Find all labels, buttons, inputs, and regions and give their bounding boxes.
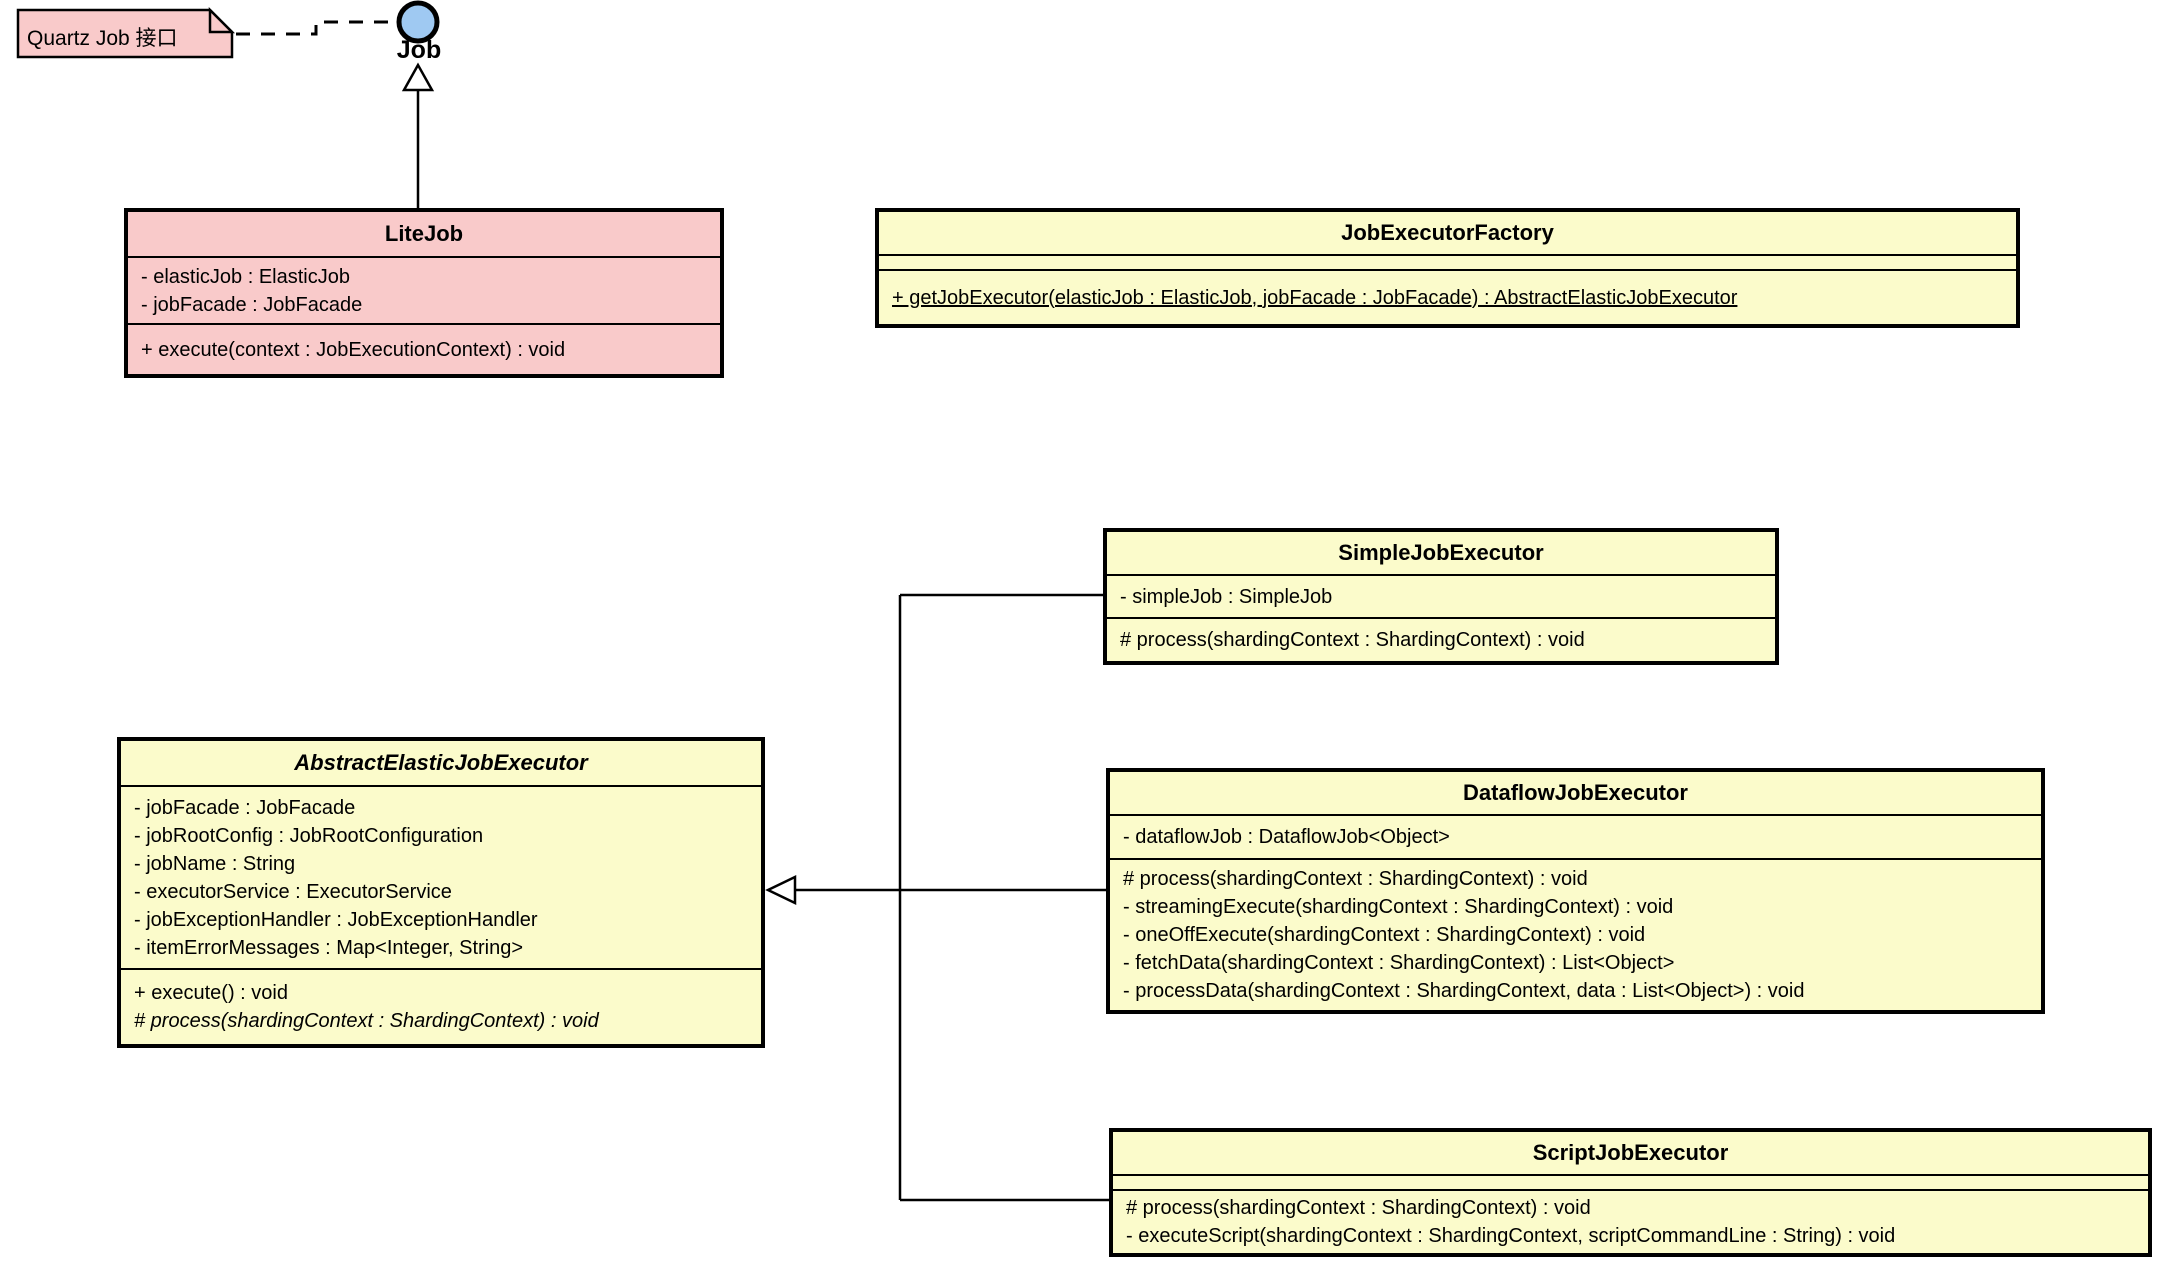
method-line: # process(shardingContext : ShardingCont… <box>134 1010 599 1032</box>
method-line: - fetchData(shardingContext : ShardingCo… <box>1123 952 1675 974</box>
class-title: AbstractElasticJobExecutor <box>294 750 588 775</box>
method-line: # process(shardingContext : ShardingCont… <box>1126 1197 1591 1219</box>
interface-lollipop-circle <box>396 0 440 44</box>
attribute-line: - executorService : ExecutorService <box>134 880 452 903</box>
attribute-line: - jobExceptionHandler : JobExceptionHand… <box>134 908 538 931</box>
method-line: + execute(context : JobExecutionContext)… <box>141 338 566 361</box>
class-methods: # process(shardingContext : ShardingCont… <box>1107 617 1775 661</box>
class-title: JobExecutorFactory <box>1341 220 1554 245</box>
generalization-arrowhead <box>765 875 797 905</box>
class-attributes: - jobFacade : JobFacade - jobRootConfig … <box>121 785 761 968</box>
attribute-line: - jobFacade : JobFacade <box>141 293 363 316</box>
method-line: # process(shardingContext : ShardingCont… <box>1123 868 1588 890</box>
class-attributes: - simpleJob : SimpleJob <box>1107 574 1775 617</box>
class-attributes <box>879 254 2016 269</box>
method-line: - executeScript(shardingContext : Shardi… <box>1126 1225 1896 1247</box>
class-litejob: LiteJob - elasticJob : ElasticJob - jobF… <box>124 208 724 378</box>
method-line: - streamingExecute(shardingContext : Sha… <box>1123 896 1674 918</box>
method-line: # process(shardingContext : ShardingCont… <box>1120 629 1585 651</box>
interface-label: Job <box>396 36 442 64</box>
attribute-line: - jobRootConfig : JobRootConfiguration <box>134 824 484 847</box>
note-fold-corner <box>208 6 236 34</box>
attribute-line: - dataflowJob : DataflowJob<Object> <box>1123 826 1450 848</box>
class-methods: # process(shardingContext : ShardingCont… <box>1113 1189 2148 1253</box>
attribute-line: - jobName : String <box>134 852 296 875</box>
class-title: SimpleJobExecutor <box>1338 540 1544 565</box>
class-methods: + execute(context : JobExecutionContext)… <box>128 323 720 374</box>
note-shape <box>16 8 234 59</box>
attribute-line: - itemErrorMessages : Map<Integer, Strin… <box>134 936 524 959</box>
class-attributes: - elasticJob : ElasticJob - jobFacade : … <box>128 256 720 323</box>
class-abstractelasticjobexecutor: AbstractElasticJobExecutor - jobFacade :… <box>117 737 765 1048</box>
class-attributes <box>1113 1174 2148 1189</box>
class-scriptjobexecutor: ScriptJobExecutor # process(shardingCont… <box>1109 1128 2152 1257</box>
class-jobexecutorfactory: JobExecutorFactory + getJobExecutor(elas… <box>875 208 2020 328</box>
class-methods: # process(shardingContext : ShardingCont… <box>1110 858 2041 1010</box>
class-methods: + getJobExecutor(elasticJob : ElasticJob… <box>879 269 2016 324</box>
class-dataflowjobexecutor: DataflowJobExecutor - dataflowJob : Data… <box>1106 768 2045 1014</box>
attribute-line: - elasticJob : ElasticJob <box>141 265 350 288</box>
method-line: + execute() : void <box>134 982 288 1004</box>
attribute-line: - jobFacade : JobFacade <box>134 796 356 819</box>
note-label: Quartz Job 接口 <box>27 27 178 50</box>
class-title: DataflowJobExecutor <box>1463 780 1688 805</box>
method-line: - oneOffExecute(shardingContext : Shardi… <box>1123 924 1646 946</box>
method-line: + getJobExecutor(elasticJob : ElasticJob… <box>892 286 1738 309</box>
class-title: ScriptJobExecutor <box>1532 1140 1729 1165</box>
class-attributes: - dataflowJob : DataflowJob<Object> <box>1110 814 2041 858</box>
class-title: LiteJob <box>384 221 464 246</box>
attribute-line: - simpleJob : SimpleJob <box>1120 585 1333 608</box>
note-link-dashed-line <box>236 20 395 36</box>
realization-arrowhead <box>401 62 435 92</box>
class-simplejobexecutor: SimpleJobExecutor - simpleJob : SimpleJo… <box>1103 528 1779 665</box>
class-methods: + execute() : void # process(shardingCon… <box>121 968 761 1044</box>
method-line: - processData(shardingContext : Sharding… <box>1123 980 1805 1002</box>
